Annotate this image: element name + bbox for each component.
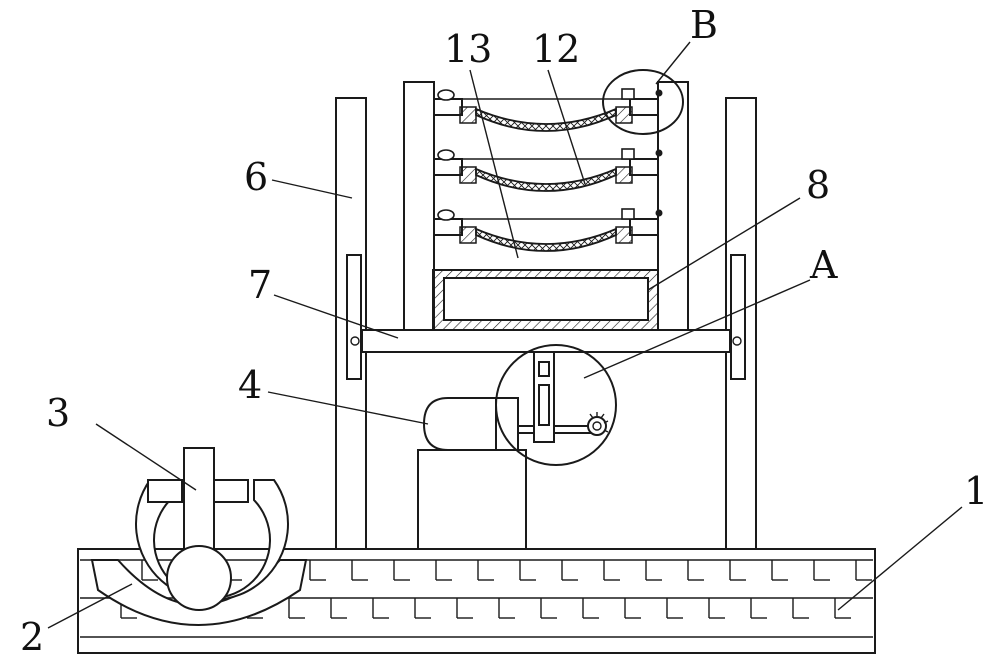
screen-trays — [433, 88, 663, 252]
motor-assembly — [417, 397, 595, 550]
label-part-4: 4 — [238, 363, 262, 407]
base-brick-pattern — [80, 559, 873, 638]
screen-tray-3 — [433, 208, 663, 252]
collection-box — [432, 269, 659, 331]
right-inner-column — [657, 81, 689, 331]
label-part-6: 6 — [244, 155, 268, 199]
left-slider — [346, 254, 362, 380]
label-part-2: 2 — [20, 615, 44, 659]
right-slider — [730, 254, 746, 380]
detail-a-mechanism — [533, 351, 609, 443]
roller-assembly — [135, 447, 289, 611]
label-part-7: 7 — [248, 263, 272, 307]
leader-lines — [47, 41, 963, 629]
label-part-3: 3 — [46, 391, 70, 435]
base-platform — [77, 548, 876, 654]
label-part-12: 12 — [532, 27, 580, 71]
detail-a-circle — [495, 344, 617, 466]
label-detail-a: A — [809, 243, 838, 287]
screen-tray-2 — [433, 148, 663, 192]
label-detail-b: B — [690, 3, 718, 47]
screen-tray-1 — [433, 88, 663, 132]
label-part-13: 13 — [444, 27, 492, 71]
left-inner-column — [403, 81, 435, 331]
roller-cradle — [90, 559, 308, 626]
label-part-8: 8 — [806, 163, 830, 207]
label-part-1: 1 — [964, 469, 988, 513]
cross-beam — [350, 329, 742, 353]
detail-b-circle — [602, 69, 684, 135]
